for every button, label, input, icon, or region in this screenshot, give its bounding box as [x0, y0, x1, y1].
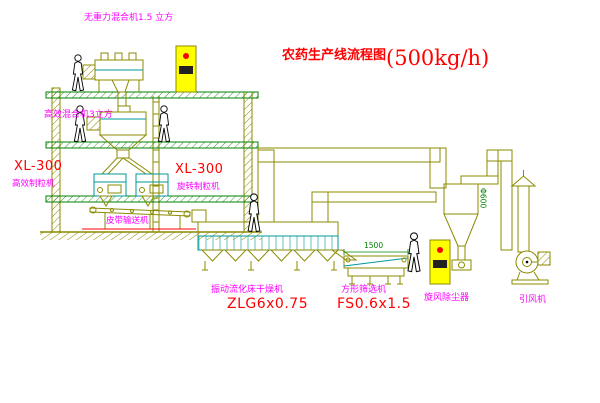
panel-indicator-light — [437, 247, 443, 253]
granulator-left-label: 高效制粒机 — [12, 179, 55, 189]
mixer-top-label: 无重力混合机1.5 立方 — [84, 13, 174, 23]
fluid-bed-dryer-label: 振动流化床干燥机 — [211, 285, 284, 295]
gravity-free-mixer — [82, 52, 144, 107]
fan-motor — [537, 251, 551, 266]
mixer-motor — [86, 116, 101, 131]
outlet-riser — [486, 149, 499, 177]
belt-conveyor-label: 皮带输送机 — [106, 216, 149, 226]
belt-conveyor — [82, 206, 196, 230]
dryer-discharge-chute — [330, 249, 358, 261]
square-sieve — [343, 249, 409, 285]
ground-hatch — [40, 232, 262, 240]
duct-elbow-down — [429, 147, 447, 189]
granulator-left — [93, 173, 127, 207]
stack-rain-cap — [510, 175, 537, 187]
induced-draft-fan — [510, 170, 551, 285]
exhaust-duct — [257, 147, 447, 223]
floor-slab-1 — [45, 91, 259, 99]
fan-label: 引风机 — [519, 295, 547, 305]
floor-slab-2 — [45, 141, 259, 149]
diagram-title-capacity: (500kg/h) — [386, 46, 490, 70]
duct-horizontal-1 — [257, 147, 441, 163]
granulator-left-model: XL-300 — [14, 159, 63, 174]
cyclone-label: 旋风除尘器 — [424, 293, 470, 303]
square-sieve-model: FS0.6x1.5 — [337, 296, 412, 312]
mixer-motor — [82, 64, 96, 80]
granulator-right-model: XL-300 — [175, 162, 224, 177]
panel-indicator-light — [183, 53, 189, 59]
mixer-mid-label: 高效混合机3立方 — [44, 110, 113, 120]
cyclone-separator — [443, 149, 513, 271]
duct-horizontal-2 — [311, 191, 437, 203]
person-figure — [71, 54, 85, 92]
fan-inlet-downpipe — [500, 160, 513, 251]
square-sieve-label: 方形筛选机 — [341, 285, 387, 295]
duct-riser-2 — [311, 191, 329, 223]
sieve-dimension: 1500 — [364, 241, 384, 250]
diagram-title-text: 农药生产线流程图 — [282, 48, 387, 63]
fluid-bed-dryer-model: ZLG6x0.75 — [227, 296, 309, 312]
exhaust-stack — [517, 185, 530, 253]
granulator-right-label: 旋转制粒机 — [177, 182, 220, 192]
dryer-body — [197, 235, 339, 251]
person-figure — [157, 105, 171, 143]
duct-riser-1 — [257, 149, 275, 223]
fluid-bed-dryer — [191, 209, 358, 271]
high-efficiency-mixer — [86, 105, 148, 159]
person-figure — [407, 232, 421, 273]
outlet-elbow — [486, 149, 513, 162]
control-panel — [175, 45, 197, 93]
duct-diameter-dimension: Φ600 — [478, 188, 488, 209]
splitter-chute — [100, 157, 154, 175]
dryer-inlet — [191, 209, 207, 223]
control-panel — [429, 239, 451, 285]
fan-base — [511, 279, 549, 285]
granulator-right — [135, 173, 169, 207]
cyclone-outlet-connector — [460, 175, 499, 185]
diagram-title: 农药生产线流程图(500kg/h) — [282, 44, 489, 70]
